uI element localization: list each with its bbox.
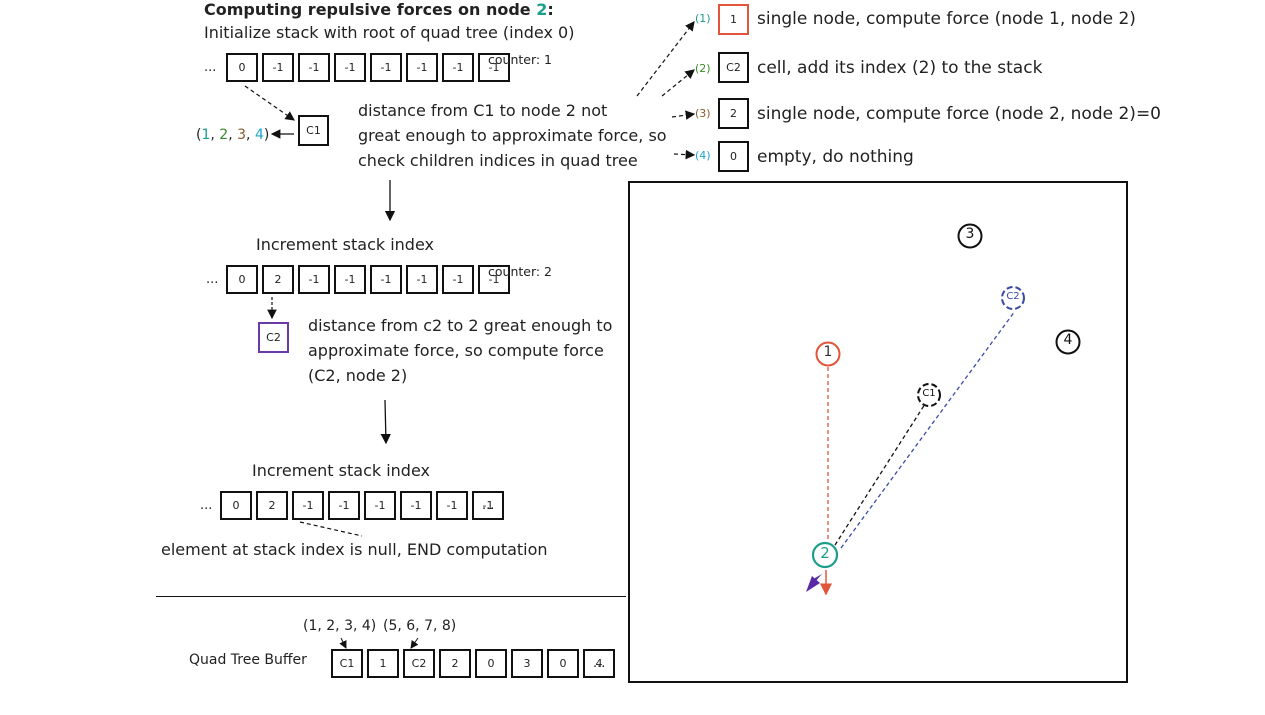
c1-explain-line2: great enough to approximate force, so bbox=[358, 126, 667, 145]
stack3-cell: -1 bbox=[364, 491, 396, 520]
stack2-cell: 2 bbox=[262, 265, 294, 294]
stack3-cell: 0 bbox=[220, 491, 252, 520]
child-tag-2: (2) bbox=[695, 62, 711, 75]
child-tag-1: (1) bbox=[695, 12, 711, 25]
buffer-cell: 2 bbox=[439, 649, 471, 678]
section-divider bbox=[156, 596, 626, 597]
child-desc-2: cell, add its index (2) to the stack bbox=[757, 58, 1043, 78]
buffer-cell: 0 bbox=[547, 649, 579, 678]
arrow-fan-2 bbox=[661, 69, 695, 97]
buffer-cell: 3 bbox=[511, 649, 543, 678]
buffer-cell: C2 bbox=[403, 649, 435, 678]
child-1: 1 bbox=[201, 127, 211, 143]
arrow-fan-4 bbox=[673, 149, 696, 160]
child-box-3: 2 bbox=[718, 98, 749, 129]
c2-box: C2 bbox=[258, 322, 289, 353]
cell-c2-label: C2 bbox=[1006, 291, 1020, 302]
stack3-cell: -1 bbox=[400, 491, 432, 520]
c1-explain-line3: check children indices in quad tree bbox=[358, 151, 638, 170]
stack-row-2: 0 2 -1 -1 -1 -1 -1 -1 bbox=[226, 265, 514, 294]
stack1-cell: -1 bbox=[406, 53, 438, 82]
stack2-cell: -1 bbox=[370, 265, 402, 294]
buffer-right-ellipsis: ... bbox=[593, 656, 606, 671]
child-desc-3: single node, compute force (node 2, node… bbox=[757, 104, 1161, 124]
stack3-cell: -1 bbox=[292, 491, 324, 520]
stack3-right-ellipsis: ... bbox=[482, 498, 495, 513]
stack2-cell: -1 bbox=[478, 265, 510, 294]
buffer-cell: 0 bbox=[475, 649, 507, 678]
diagram-title: Computing repulsive forces on node 2: bbox=[204, 0, 554, 22]
arrow-fan-3 bbox=[671, 110, 696, 120]
child-tag-4: (4) bbox=[695, 149, 711, 162]
child-box-1: 1 bbox=[718, 4, 749, 35]
c1-explain-line1: distance from C1 to node 2 not bbox=[358, 101, 608, 120]
stack1-cell: -1 bbox=[442, 53, 474, 82]
stack2-left-ellipsis: ... bbox=[206, 272, 219, 287]
cell-c1-label: C1 bbox=[922, 388, 936, 399]
stack1-left-ellipsis: ... bbox=[204, 60, 217, 75]
stack2-cell: -1 bbox=[406, 265, 438, 294]
stack3-cell: -1 bbox=[472, 491, 504, 520]
stack3-cell: 2 bbox=[256, 491, 288, 520]
stack-row-3: 0 2 -1 -1 -1 -1 -1 -1 bbox=[220, 491, 508, 520]
child-desc-4: empty, do nothing bbox=[757, 147, 914, 167]
c2-explain-line1: distance from c2 to 2 great enough to bbox=[308, 316, 613, 335]
spatial-panel bbox=[628, 181, 1128, 683]
c2-explain-line2: approximate force, so compute force bbox=[308, 341, 604, 360]
stack2-cell: -1 bbox=[334, 265, 366, 294]
buffer-note-2: (5, 6, 7, 8) bbox=[383, 618, 457, 634]
stack1-cell: 0 bbox=[226, 53, 258, 82]
arrow-fan-1 bbox=[636, 21, 695, 97]
child-tag-3: (3) bbox=[695, 107, 711, 120]
counter-1: counter: 1 bbox=[488, 52, 553, 67]
stack1-cell: -1 bbox=[262, 53, 294, 82]
c1-box: C1 bbox=[298, 115, 329, 146]
increment-label-2: Increment stack index bbox=[252, 461, 430, 480]
node-2-label: 2 bbox=[820, 544, 830, 562]
child-2: 2 bbox=[219, 127, 229, 143]
title-node: 2 bbox=[536, 0, 548, 19]
child-desc-1: single node, compute force (node 1, node… bbox=[757, 9, 1136, 29]
buffer-note-1: (1, 2, 3, 4) bbox=[303, 618, 377, 634]
arrow-buffer-note-1 bbox=[339, 637, 347, 649]
child-3: 3 bbox=[237, 127, 247, 143]
title-suffix: : bbox=[547, 0, 554, 19]
stack3-cell: -1 bbox=[436, 491, 468, 520]
stack1-cell: -1 bbox=[370, 53, 402, 82]
node-3-label: 3 bbox=[965, 226, 975, 242]
buffer-label: Quad Tree Buffer bbox=[189, 652, 307, 668]
child-4: 4 bbox=[254, 127, 264, 143]
stack1-cell: -1 bbox=[334, 53, 366, 82]
stack1-cell: -1 bbox=[478, 53, 510, 82]
arrow-buffer-note-2 bbox=[410, 637, 419, 649]
stack3-cell: -1 bbox=[328, 491, 360, 520]
buffer-cell: 1 bbox=[367, 649, 399, 678]
quad-tree-buffer: C1 1 C2 2 0 3 0 4 bbox=[331, 649, 619, 678]
buffer-cell: C1 bbox=[331, 649, 363, 678]
stack2-cell: -1 bbox=[298, 265, 330, 294]
increment-label-1: Increment stack index bbox=[256, 235, 434, 254]
stack-row-1: 0 -1 -1 -1 -1 -1 -1 -1 bbox=[226, 53, 514, 82]
node-1-label: 1 bbox=[823, 344, 833, 360]
child-box-4: 0 bbox=[718, 141, 749, 172]
stack1-cell: -1 bbox=[298, 53, 330, 82]
node-4-label: 4 bbox=[1063, 332, 1073, 348]
stack2-cell: -1 bbox=[442, 265, 474, 294]
counter-2: counter: 2 bbox=[488, 264, 553, 279]
arrow-stack1-to-c1 bbox=[244, 85, 295, 121]
arrow-down-2 bbox=[380, 399, 391, 445]
title-prefix: Computing repulsive forces on node bbox=[204, 0, 537, 19]
child-box-2: C2 bbox=[718, 52, 749, 83]
buffer-cell: 4 bbox=[583, 649, 615, 678]
init-text: Initialize stack with root of quad tree … bbox=[204, 23, 575, 42]
stack2-cell: 0 bbox=[226, 265, 258, 294]
stack3-left-ellipsis: ... bbox=[200, 498, 213, 513]
c2-explain-line3: (C2, node 2) bbox=[308, 366, 408, 385]
arrow-end-pointer bbox=[299, 521, 363, 537]
end-text: element at stack index is null, END comp… bbox=[161, 540, 548, 559]
c1-children-list: (1, 2, 3, 4) bbox=[196, 127, 270, 143]
